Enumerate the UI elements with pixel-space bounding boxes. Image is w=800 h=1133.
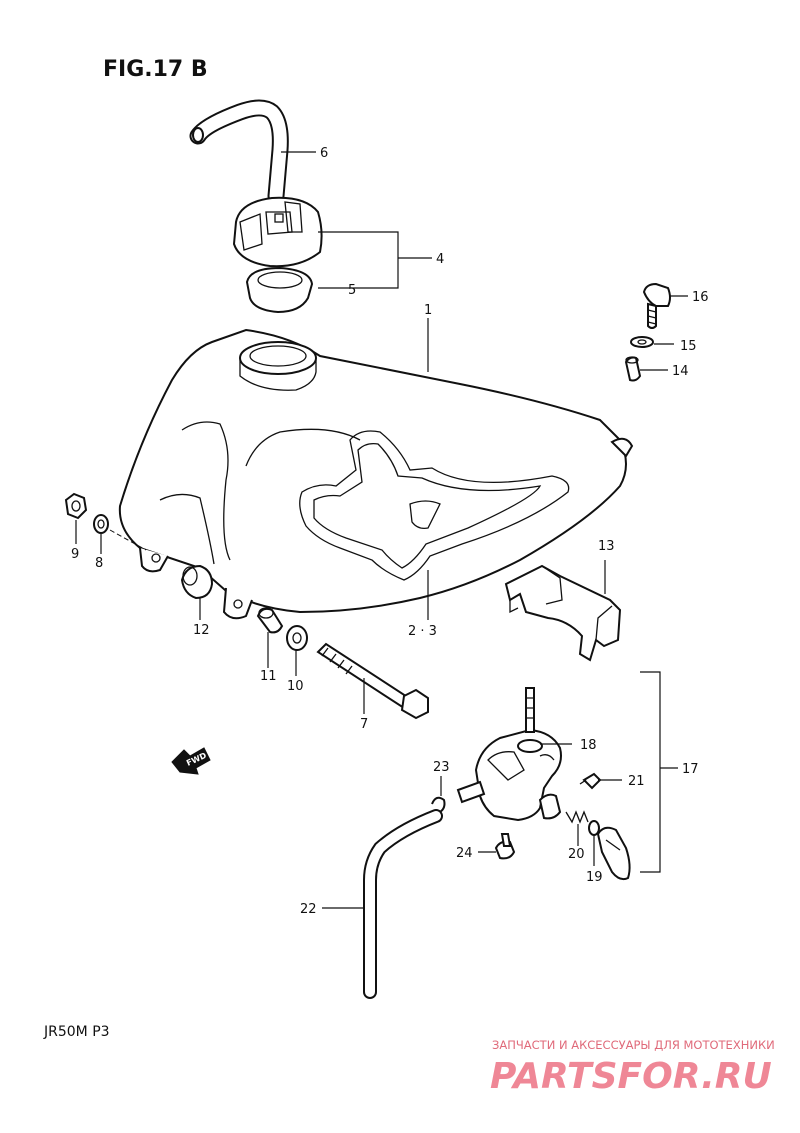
- callout-11: 11: [260, 669, 277, 684]
- callout-23: 23: [433, 760, 450, 775]
- fuel-cap-part-4: [232, 196, 323, 268]
- callout-20: 20: [568, 847, 585, 862]
- washer-part-10: [286, 625, 308, 651]
- fuel-cock-part-17: [456, 728, 562, 822]
- figure-title: FIG.17 B: [103, 57, 208, 82]
- spring-part-20: [565, 810, 600, 836]
- callout-15: 15: [680, 339, 697, 354]
- callout-22: 22: [300, 902, 317, 917]
- callout-12: 12: [193, 623, 210, 638]
- callout-24: 24: [456, 846, 473, 861]
- bolt-part-16: [642, 282, 671, 329]
- watermark-logo: PARTSFOR.RU: [490, 1056, 772, 1097]
- bolt-part-24: [494, 833, 516, 860]
- callout-6: 6: [320, 146, 328, 161]
- washer-part-8: [93, 514, 109, 534]
- callout-4: 4: [436, 252, 444, 267]
- fuel-hose-part-22: [363, 809, 443, 999]
- forward-arrow: FWD: [171, 747, 211, 775]
- callout-17: 17: [682, 762, 699, 777]
- grommet-part-12: [180, 564, 214, 600]
- model-code: JR50M P3: [43, 1024, 110, 1040]
- callout-9: 9: [71, 547, 79, 562]
- leader-lines: [75, 151, 688, 909]
- callout-5: 5: [348, 283, 356, 298]
- callout-10: 10: [287, 679, 304, 694]
- bracket-part-13: [504, 564, 622, 662]
- lever-part-19: [596, 826, 631, 881]
- nut-part-9: [64, 492, 88, 520]
- callout-1: 1: [424, 303, 432, 318]
- callout-16: 16: [692, 290, 709, 305]
- long-bolt-part-7: [316, 642, 429, 720]
- cap-gasket-part-5: [245, 266, 314, 314]
- callout-8: 8: [95, 556, 103, 571]
- callout-labels: 1 2 · 3 4 5 6 7 8 9 10 11 12 13 14 15 16…: [71, 146, 709, 917]
- callout-13: 13: [598, 539, 615, 554]
- screw-part-21: [579, 772, 602, 790]
- strainer-part-18: [517, 687, 543, 753]
- fuel-tank-part-1: [118, 328, 634, 620]
- callout-7: 7: [360, 717, 368, 732]
- collar-part-11: [256, 607, 284, 634]
- callout-2-3: 2 · 3: [408, 624, 437, 639]
- callout-21: 21: [628, 774, 645, 789]
- watermark-tagline: ЗАПЧАСТИ И АКСЕССУАРЫ ДЛЯ МОТОТЕХНИКИ: [492, 1038, 775, 1052]
- breather-hose-part-6: [189, 99, 289, 205]
- callout-14: 14: [672, 364, 689, 379]
- collar-part-14: [624, 356, 642, 382]
- washer-part-15: [630, 336, 654, 348]
- callout-19: 19: [586, 870, 603, 885]
- callout-18: 18: [580, 738, 597, 753]
- watermark: ЗАПЧАСТИ И АКСЕССУАРЫ ДЛЯ МОТОТЕХНИКИ PA…: [490, 1038, 775, 1097]
- clip-part-23: [431, 796, 446, 813]
